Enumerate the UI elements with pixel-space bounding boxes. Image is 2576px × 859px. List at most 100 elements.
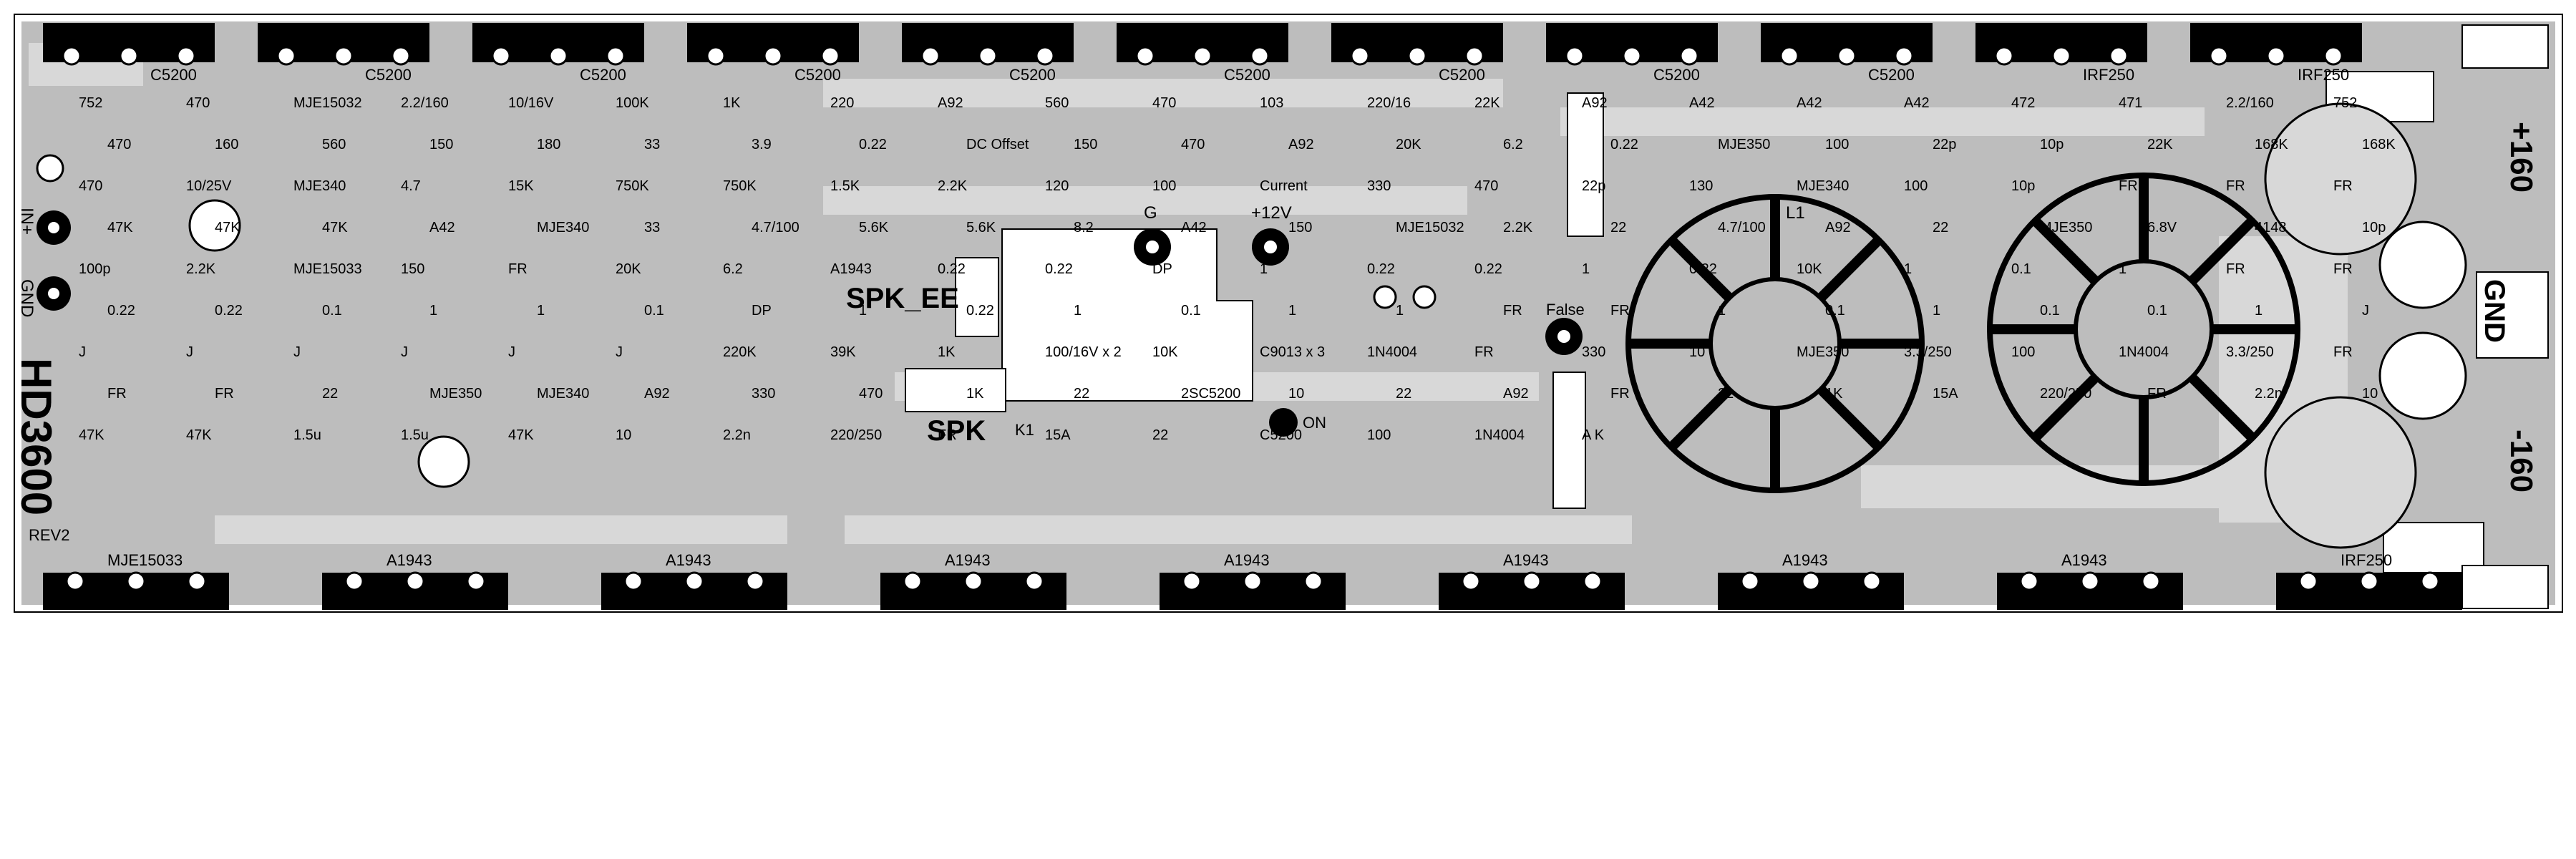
- component-value-label: 1: [1288, 303, 1296, 319]
- component-value-label: A42: [1797, 95, 1822, 111]
- component-value-label: 560: [322, 137, 346, 152]
- component-value-label: 1: [859, 303, 867, 319]
- component-value-label: 8.2: [1074, 220, 1094, 236]
- component-value-label: 5.6K: [966, 220, 996, 236]
- component-value-label: MJE340: [537, 386, 589, 402]
- top-transistor: C5200: [902, 23, 1074, 84]
- component-value-label: FR: [1610, 386, 1630, 402]
- component-value-label: 47K: [107, 220, 133, 236]
- bottom-transistor: IRF250: [2276, 551, 2462, 610]
- component-value-label: 22p: [1582, 178, 1605, 194]
- component-value-label: 470: [1474, 178, 1498, 194]
- bottom-transistor: A1943: [1439, 551, 1625, 610]
- component-value-label: 2.2n: [2255, 386, 2283, 402]
- component-value-label: FR: [2333, 178, 2353, 194]
- inductor-label: L1: [1786, 203, 1805, 223]
- component-value-label: A92: [1503, 386, 1529, 402]
- component-value-label: 1.5u: [293, 427, 321, 443]
- component-value-label: 1: [1904, 261, 1912, 277]
- component-value-label: 4.7/100: [1718, 220, 1766, 236]
- component-value-label: 330: [752, 386, 775, 402]
- component-value-label: 4148: [2255, 220, 2287, 236]
- component-value-label: 0.1: [2147, 303, 2167, 319]
- top-transistor-label: C5200: [150, 66, 197, 84]
- component-value-label: 168K: [2362, 137, 2396, 152]
- top-transistor-label: C5200: [794, 66, 841, 84]
- top-transistor: C5200: [258, 23, 429, 84]
- supply-pos-label: +160: [2504, 122, 2539, 193]
- component-value-label: 0.22: [215, 303, 243, 319]
- component-value-label: FR: [1610, 303, 1630, 319]
- component-value-label: A42: [1181, 220, 1207, 236]
- component-value-label: DP: [752, 303, 772, 319]
- component-value-label: DP: [1152, 261, 1172, 277]
- component-value-label: 1N4004: [2119, 344, 2169, 360]
- component-value-label: FR: [1503, 303, 1522, 319]
- component-value-label: 100: [1904, 178, 1928, 194]
- component-value-label: MJE350: [1797, 344, 1849, 360]
- component-value-label: 0.1: [322, 303, 342, 319]
- component-value-label: 0.22: [107, 303, 135, 319]
- component-value-label: 5.6K: [859, 220, 889, 236]
- component-value-label: 3.9: [752, 137, 772, 152]
- top-transistor: IRF250: [2190, 23, 2362, 84]
- component-value-label: J: [293, 344, 301, 360]
- component-value-label: 150: [429, 137, 453, 152]
- component-value-label: Current: [1260, 178, 1308, 194]
- bottom-transistor-label: MJE15033: [107, 551, 183, 569]
- component-value-label: 1: [429, 303, 437, 319]
- component-value-label: 1: [1260, 261, 1268, 277]
- component-value-label: 1: [1074, 303, 1082, 319]
- component-value-label: A K: [1582, 427, 1605, 443]
- component-value-label: 33: [644, 137, 660, 152]
- top-transistor: C5200: [1117, 23, 1288, 84]
- component-value-label: 100p: [79, 261, 111, 277]
- component-value-label: FR: [215, 386, 234, 402]
- component-value-label: 22K: [1474, 95, 1500, 111]
- top-transistor-label: C5200: [1224, 66, 1270, 84]
- component-value-label: 150: [1288, 220, 1312, 236]
- component-value-label: MJE340: [537, 220, 589, 236]
- component-value-label: 1K: [938, 344, 956, 360]
- bottom-transistor: A1943: [1160, 551, 1346, 610]
- component-value-label: 470: [1181, 137, 1205, 152]
- component-value-label: MJE15032: [293, 95, 362, 111]
- component-value-label: 22: [1718, 386, 1734, 402]
- component-value-label: 47K: [186, 427, 212, 443]
- component-value-label: 6.2: [723, 261, 743, 277]
- component-value-label: 168K: [2255, 137, 2288, 152]
- component-value-label: FR: [1474, 344, 1494, 360]
- component-value-label: 22: [1074, 386, 1089, 402]
- component-value-label: 150: [1074, 137, 1097, 152]
- top-transistor: C5200: [43, 23, 215, 84]
- component-value-label: FR: [2333, 261, 2353, 277]
- component-value-label: 180: [537, 137, 560, 152]
- component-value-label: 20K: [1396, 137, 1421, 152]
- component-value-label: 10p: [2040, 137, 2064, 152]
- component-value-label: 10: [616, 427, 631, 443]
- component-value-label: 1: [1933, 303, 1940, 319]
- component-value-label: 3.3/250: [1904, 344, 1952, 360]
- capacitor-outlines: [36, 102, 2467, 549]
- component-value-label: 560: [1045, 95, 1069, 111]
- top-transistor-label: C5200: [1868, 66, 1915, 84]
- component-value-label: 22: [1396, 386, 1411, 402]
- component-areas: [905, 24, 2549, 609]
- component-value-label: FR: [508, 261, 528, 277]
- component-value-label: 2.2K: [938, 178, 968, 194]
- component-value-label: A92: [938, 95, 963, 111]
- inductor-right: [1987, 173, 2300, 486]
- component-value-label: 15K: [508, 178, 534, 194]
- component-value-label: 1: [2255, 303, 2262, 319]
- component-value-label: MJE340: [1797, 178, 1849, 194]
- bottom-transistor-label: A1943: [666, 551, 711, 569]
- component-value-label: A92: [1825, 220, 1851, 236]
- terminal-pads: [37, 210, 1583, 437]
- component-value-label: 4.7/100: [752, 220, 799, 236]
- component-value-label: 0.1: [1181, 303, 1201, 319]
- component-value-label: 1: [537, 303, 545, 319]
- component-value-label: FR: [107, 386, 127, 402]
- component-value-label: 22p: [1933, 137, 1956, 152]
- component-value-label: 6.8V: [2147, 220, 2177, 236]
- component-value-label: MJE340: [293, 178, 346, 194]
